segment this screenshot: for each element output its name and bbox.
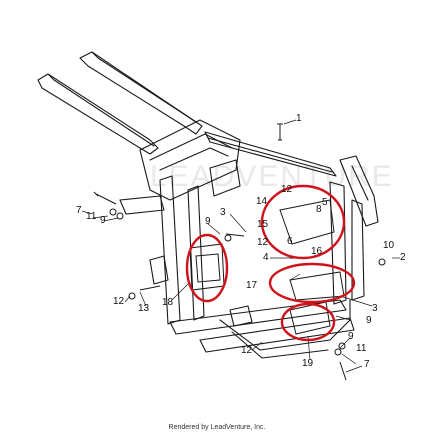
callout-8: 8	[316, 204, 322, 215]
callout-7-right: 7	[364, 359, 370, 370]
washer-11-left	[109, 208, 117, 216]
bolt-7-left	[93, 191, 117, 205]
highlight-rubber-mount	[185, 233, 229, 303]
callout-5: 5	[322, 197, 328, 208]
highlight-mid-mount	[268, 262, 356, 304]
callout-12-left: 12	[113, 296, 125, 307]
highlight-lower-mount	[280, 302, 336, 342]
callout-13: 13	[138, 303, 150, 314]
callout-12-bottom: 12	[241, 345, 253, 356]
callout-3-right: 3	[372, 303, 378, 314]
callout-12-top: 12	[281, 184, 293, 195]
callout-7-left: 7	[76, 205, 82, 216]
callout-1: 1	[296, 113, 302, 124]
callout-14: 14	[256, 196, 268, 207]
callout-3-top: 3	[220, 207, 226, 218]
washer-12-low	[128, 292, 136, 300]
upper-frame-rail	[79, 51, 203, 135]
callout-19: 19	[302, 358, 314, 369]
callout-16: 16	[311, 246, 323, 257]
mount-17	[289, 271, 345, 301]
washer-12-mid	[224, 234, 232, 242]
highlight-upper-mount	[260, 184, 346, 260]
washer-11-right	[334, 348, 342, 356]
callout-9-left: 9	[100, 215, 106, 226]
seat-post-tube	[159, 175, 181, 325]
bolt-1	[277, 123, 283, 141]
bolt-13	[139, 285, 161, 291]
callout-11-left: 11	[86, 211, 97, 222]
nut-9-right	[338, 342, 346, 350]
callout-9-mid: 9	[205, 216, 211, 227]
front-downtube	[329, 181, 347, 305]
lower-frame-rail	[37, 73, 159, 155]
callout-9-right: 9	[366, 315, 372, 326]
lower-cradle	[219, 299, 351, 351]
mount-bracket-16	[279, 199, 335, 245]
rear-crossmember	[139, 119, 241, 201]
callout-6: 6	[287, 236, 293, 247]
callout-10: 10	[383, 240, 395, 251]
callout-15: 15	[257, 219, 269, 230]
footer-credit: Rendered by LeadVenture, Inc.	[168, 424, 266, 431]
callout-4: 4	[263, 252, 269, 263]
bolt-7-right	[339, 361, 347, 381]
bolt-9	[225, 233, 245, 237]
callout-2: 2	[400, 252, 406, 263]
callout-17: 17	[246, 280, 258, 291]
callout-12-mid: 12	[257, 237, 269, 248]
callout-9-low: 9	[348, 331, 354, 342]
steering-head	[339, 155, 379, 227]
callout-11-right: 11	[356, 343, 367, 354]
nut-10	[378, 258, 386, 266]
backbone-tube	[204, 131, 337, 177]
bottom-frame-rail	[169, 299, 347, 335]
nut-9-left	[116, 212, 124, 220]
callout-18: 18	[162, 297, 174, 308]
